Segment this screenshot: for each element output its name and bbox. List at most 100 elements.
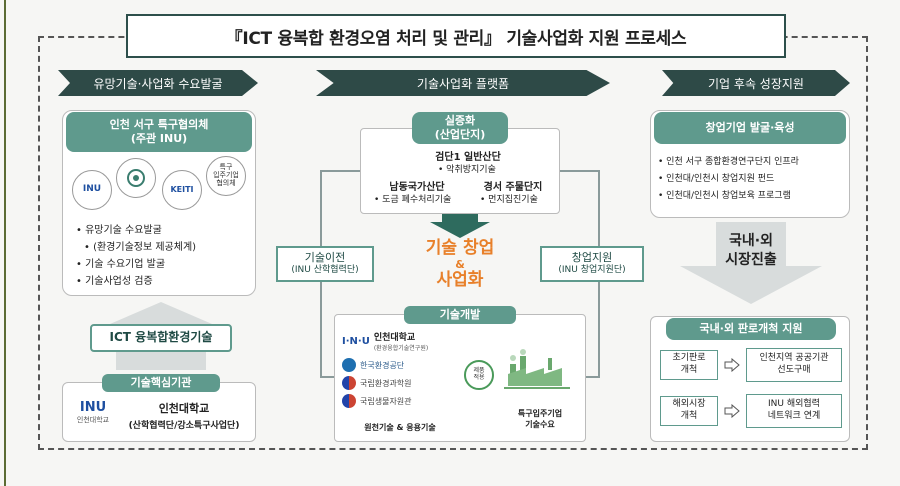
inu-logo-text: INU <box>79 400 107 415</box>
startup-support-label: 창업지원 (INU 창업지원단) <box>540 246 644 282</box>
site-gyeongseo: 경서 주물단지 <box>483 182 543 193</box>
enterprise-council-circle: 특구 입주기업 협의체 <box>206 156 246 196</box>
org-row: 국립생물자원관 <box>342 394 466 408</box>
arrow-right-icon <box>724 404 740 418</box>
dev-inu-sub: (환경융합기술연구원) <box>373 345 429 352</box>
public-purchase-1: 인천지역 공공기관 <box>759 353 829 364</box>
ict-tech-label: ICT 융복합환경기술 <box>90 324 232 352</box>
sales-tab: 국내·외 판로개척 지원 <box>666 318 836 340</box>
gov-emblem-icon <box>342 394 356 408</box>
connector-line <box>560 170 600 172</box>
connector-line <box>320 376 334 378</box>
overseas-1: 해외시장 <box>672 399 706 410</box>
bullet-sub: (환경기술정보 제공체계) <box>93 242 197 253</box>
demo-tab-title: 실증화 <box>444 114 476 128</box>
bullet-item: 기술사업성 검증 <box>76 273 252 290</box>
left-header: 유망기술·사업화 수요발굴 <box>58 70 258 96</box>
startup-growth-tab: 창업기업 발굴·육성 <box>654 112 846 144</box>
startup-label: 기술 창업 <box>425 238 495 258</box>
market-down-arrow <box>680 222 822 304</box>
keiti-logo-circle: KEITI <box>162 170 202 210</box>
council-title: 인천 서구 특구협의체 <box>109 118 209 132</box>
bullet-item: 인천대/인천시 창업보육 프로그램 <box>658 188 848 205</box>
bullet-item: (환경기술정보 제공체계) <box>76 239 252 256</box>
bullet-item: 기술 수요기업 발굴 <box>76 256 252 273</box>
diagram-title: 『ICT 융복합 환경오염 처리 및 관리』 기술사업화 지원 프로세스 <box>126 14 786 58</box>
org-name: 국립환경과학원 <box>360 378 412 388</box>
factory-icon <box>504 349 570 389</box>
site-geomdan-tech: • 악취방지기술 <box>438 165 496 175</box>
site-namdong: 남동국가산단 <box>389 182 445 193</box>
early-sales-1: 초기판로 <box>672 353 706 364</box>
core-institution-name: 인천대학교 (산학협력단/강소특구사업단) <box>116 400 252 431</box>
startup-commercialization: 기술 창업 & 사업화 <box>400 238 520 292</box>
site-geomdan-tech-text: 악취방지기술 <box>446 165 496 175</box>
org-name: 국립생물자원관 <box>360 396 412 406</box>
gov-emblem-icon <box>342 376 356 390</box>
inu-logo: INU 인천대학교 <box>72 400 114 425</box>
tech-transfer-sub: (INU 산학협력단) <box>291 265 359 276</box>
org-row: 한국환경공단 <box>342 358 466 372</box>
demand-bullets: 유망기술 수요발굴 (환경기술정보 제공체계) 기술 수요기업 발굴 기술사업성… <box>76 222 252 290</box>
council-member-circles: INU KEITI 특구 입주기업 협의체 <box>72 156 248 212</box>
dev-institutions: I·N·U 인천대학교 (환경융합기술연구원) 한국환경공단 국립환경과학원 국… <box>342 330 466 408</box>
inu-small-logo-icon: I·N·U <box>342 335 370 347</box>
startup-amp: & <box>455 258 465 272</box>
market-entry-1: 국내·외 <box>729 233 773 249</box>
site-gyeongseo-tech: • 먼지집진기술 <box>480 195 538 205</box>
demo-sites: 검단1 일반산단 • 악취방지기술 남동국가산단 • 도금 폐수처리기술 경서 … <box>368 146 556 210</box>
council-subtitle: (주관 INU) <box>130 132 188 145</box>
bullet-item: 인천 서구 종합환경연구단지 인프라 <box>658 154 848 171</box>
core-institution-panel <box>62 382 256 442</box>
core-sub: (산학협력단/강소특구사업단) <box>128 421 240 431</box>
startup-growth-bullets: 인천 서구 종합환경연구단지 인프라 인천대/인천시 창업지원 펀드 인천대/인… <box>658 154 848 205</box>
site-gyeongseo-tech-text: 먼지집진기술 <box>488 195 538 205</box>
connector-line <box>586 376 600 378</box>
network-2: 네트워크 연계 <box>767 411 821 421</box>
left-border-line <box>4 0 6 486</box>
org-row: 국립환경과학원 <box>342 376 466 390</box>
dev-left-caption: 원천기술 & 응용기술 <box>364 423 436 432</box>
tech-transfer-label: 기술이전 (INU 산학협력단) <box>276 246 374 282</box>
core-name: 인천대학교 <box>158 402 210 415</box>
bullet-item: 인천대/인천시 창업지원 펀드 <box>658 171 848 188</box>
arrow-right-icon <box>724 358 740 372</box>
cycle-icon: 제품 적용 <box>464 360 494 390</box>
overseas-2: 개척 <box>680 411 698 421</box>
network-1: INU 해외협력 <box>768 399 820 410</box>
connector-line <box>320 170 360 172</box>
emblem-icon <box>127 169 145 187</box>
market-entry-2: 시장진출 <box>725 251 777 268</box>
dev-inu: 인천대학교 <box>373 333 416 343</box>
org-name: 한국환경공단 <box>360 360 405 370</box>
center-header: 기술사업화 플랫폼 <box>316 70 610 96</box>
dev-right-caption-1: 특구입주기업 <box>517 409 563 418</box>
council-tab: 인천 서구 특구협의체 (주관 INU) <box>66 112 252 152</box>
org-emblem-icon <box>342 358 356 372</box>
down-arrow-icon <box>430 214 490 238</box>
demo-tab-sub: (산업단지) <box>434 128 486 141</box>
site-namdong-tech-text: 도금 폐수처리기술 <box>382 195 452 205</box>
tech-dev-tab: 기술개발 <box>404 306 516 324</box>
site-geomdan: 검단1 일반산단 <box>435 152 501 163</box>
dev-right-caption-2: 기술수요 <box>525 420 555 429</box>
early-sales-2: 개척 <box>680 365 698 375</box>
member-logo-circle <box>116 158 156 198</box>
startup-support-title: 창업지원 <box>571 251 613 264</box>
demo-tab: 실증화 (산업단지) <box>412 112 508 144</box>
startup-support-sub: (INU 창업지원단) <box>558 265 626 276</box>
dev-right-caption: 특구입주기업 기술수요 <box>498 408 582 430</box>
public-purchase-2: 선도구매 <box>777 365 811 375</box>
bullet-item: 유망기술 수요발굴 <box>76 222 252 239</box>
core-institution-tab: 기술핵심기관 <box>102 374 220 392</box>
market-entry-label: 국내·외 시장진출 <box>700 232 802 270</box>
site-namdong-tech: • 도금 폐수처리기술 <box>374 195 452 205</box>
inu-logo-sub: 인천대학교 <box>76 416 110 424</box>
right-header: 기업 후속 성장지원 <box>662 70 850 96</box>
tech-transfer-title: 기술이전 <box>304 251 346 264</box>
commercialization-label: 사업화 <box>436 270 484 291</box>
